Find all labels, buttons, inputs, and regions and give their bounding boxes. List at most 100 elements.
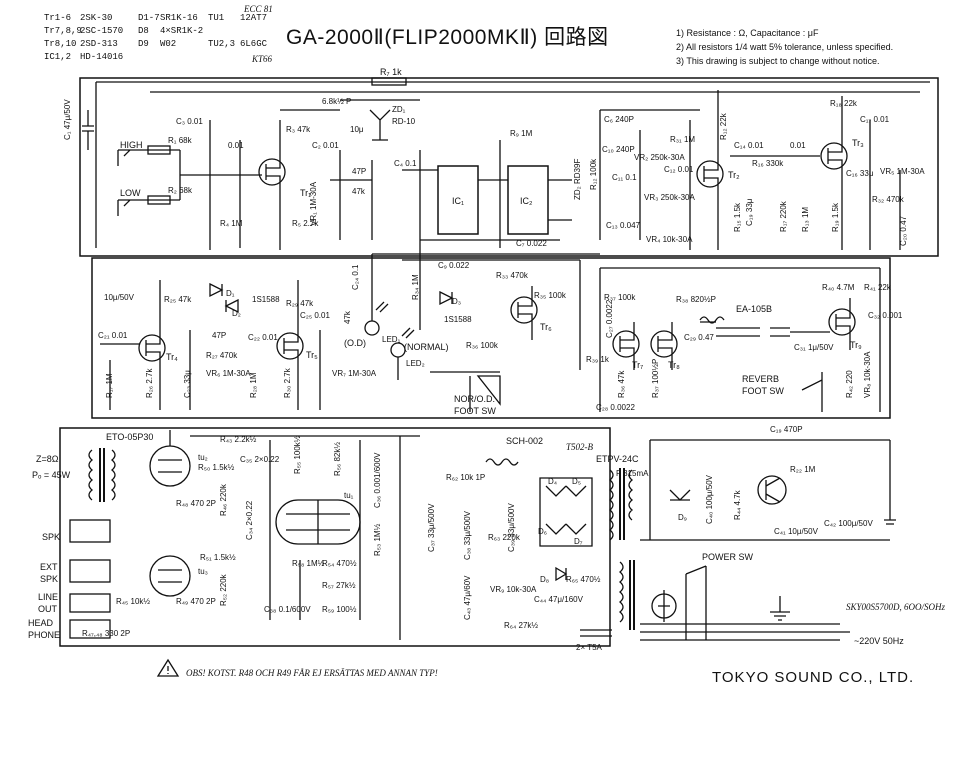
label-vr7: VR₇ 1M-30A: [332, 369, 377, 378]
label-c27: C₂₇ 0.0022: [605, 299, 614, 338]
label-head-phone-line2: PHONE: [28, 630, 60, 640]
label-normal: (NORMAL): [404, 342, 449, 352]
label-c43: C₄₃ 47μ/60V: [463, 575, 472, 620]
label-vr1: VR₁ 1M-30A: [309, 181, 318, 226]
label-c29: C₂₉ 0.47: [684, 333, 714, 342]
label-ic2: IC₂: [520, 196, 533, 206]
resistor-r2: [147, 195, 171, 205]
label-r55: R₅₅ 100k½: [293, 435, 302, 474]
ic2-chip: [507, 165, 549, 235]
label-vr2: VR₂ 250k-30A: [634, 153, 685, 162]
label-footsw1-line1: NOR/O.D.: [454, 394, 495, 404]
label-r36: R₃₆ 100k: [466, 341, 499, 350]
label-ic1: IC₁: [452, 196, 464, 206]
label-ea105b: EA-105B: [736, 304, 772, 314]
power-cord-icon: [640, 623, 850, 641]
label-r1: R₁ 68k: [168, 136, 193, 145]
led1-icon: [364, 254, 389, 336]
label-r57: R₅₇ 27k½: [322, 581, 356, 590]
legend-part-7: 12AT7: [240, 13, 267, 23]
label-c-10u: 10μ: [350, 125, 364, 134]
label-c37: C₃₇ 33μ/500V: [427, 503, 436, 552]
label-r65: R₆₅ 470½: [566, 575, 601, 584]
footswitch-nor-od-icon: [430, 371, 501, 412]
legend-ref-6: D9: [138, 39, 149, 49]
legend-ref-8: TU2,3: [208, 39, 235, 49]
label-r46: R₄₆ 220k: [219, 483, 228, 516]
label-c4: C₄ 0.1: [394, 159, 417, 168]
label-c31: C₃₁ 1μ/50V: [794, 343, 834, 352]
transistor-tr4: [138, 320, 166, 380]
handwritten-tube-note: ECC 81: [243, 4, 273, 14]
label-r48: R₄₈ 470 2P: [176, 499, 216, 508]
jack-low-icon: [117, 199, 140, 216]
diode-d1-icon: [209, 282, 224, 298]
label-c6: C₆ 240P: [604, 115, 634, 124]
label-tu1: tu₁: [344, 491, 354, 500]
label-r42: R₄₂ 220: [845, 370, 854, 398]
label-r25: R₂₅ 47k: [164, 295, 192, 304]
label-d5: D₅: [572, 477, 581, 486]
label-c39: C₃₉ 33μ/500V: [507, 502, 516, 552]
label-c19b: C₁₉ 470P: [770, 425, 803, 434]
effects-frame: [91, 257, 891, 419]
note-2: 2) All resistors 1/4 watt 5% tolerance, …: [676, 42, 893, 52]
label-warning: OBS! KOTST. R48 OCH R49 FÅR EJ ERSÄTTAS …: [186, 668, 438, 678]
label-r63: R₆₃ 220k: [488, 533, 521, 542]
label-is1588: 1S1588: [252, 295, 280, 304]
legend-part-8: 6L6GC: [240, 39, 268, 49]
transistor-tr3: [820, 130, 848, 190]
power-tube-tu3: [149, 555, 191, 597]
label-r-6-8k: 6.8k½ P: [322, 97, 351, 106]
label-r49: R₄₉ 470 2P: [176, 597, 216, 606]
label-c14: C₁₄ 0.01: [734, 141, 764, 150]
label-r-47k2: 47k: [343, 310, 352, 324]
jack-high-icon: [117, 149, 140, 166]
diode-d9-icon: [669, 489, 691, 501]
label-r53: R₅₃ 1M½: [373, 523, 382, 556]
label-r32: R₃₂ 470k: [872, 195, 905, 204]
handwritten-kt-note: KT66: [251, 54, 273, 64]
footswitch-reverb-icon: [801, 372, 823, 412]
label-reverb-line1: REVERB: [742, 374, 779, 384]
label-zd1: ZD₁: [392, 105, 406, 114]
label-r4: R₄ 1M: [220, 219, 243, 228]
diode-d8-icon: [555, 566, 568, 582]
label-tu3: tu₃: [198, 567, 208, 576]
label-r26: R₂₆ 2.7k: [145, 368, 154, 398]
label-r41: R₄₁ 22k: [864, 283, 892, 292]
resistor-r1: [147, 145, 171, 155]
diode-d2-icon: [224, 298, 239, 314]
label-c40: C₄₀ 100μ/50V: [705, 474, 714, 524]
label-d3: D₃: [452, 297, 461, 306]
speaker-jack-icon: [69, 519, 111, 543]
label-eto: ETO-05P30: [106, 432, 153, 442]
legend-part-1: 2SC-1570: [80, 26, 123, 36]
legend-ref-1: Tr7,8,9: [44, 26, 82, 36]
label-line-out-line1: LINE: [38, 592, 58, 602]
power-tube-tu2: [149, 430, 191, 487]
choke-icon: [485, 458, 519, 466]
label-c38b: C₃₈ 33μ/500V: [463, 510, 472, 560]
label-r30: R₃₀ 2.7k: [283, 367, 292, 398]
transistor-tr7: [612, 322, 640, 370]
resistor-r7: [371, 77, 407, 86]
label-c34: C₃₄ 2×0.22: [245, 500, 254, 540]
label-is1588b: 1S1588: [444, 315, 472, 324]
label-c28: C₂₈ 0.0022: [596, 403, 635, 412]
label-reverb-line2: FOOT SW: [742, 386, 784, 396]
label-r43: R₄₃ 2.2k½: [220, 435, 257, 444]
label-r9: R₉ 1M: [510, 129, 533, 138]
cap-c1: [82, 110, 94, 150]
label-c21: C₂₁ 0.01: [98, 331, 128, 340]
label-r37b: R₃₇ 100½P: [651, 359, 660, 398]
label-vr5: VR₅ 1M-30A: [880, 167, 925, 176]
transistor-tr8: [650, 322, 678, 370]
legend-ref-3: IC1,2: [44, 52, 71, 62]
output-transformer-icon: [88, 448, 116, 502]
legend-part-2: 2SD-313: [80, 39, 118, 49]
mains-fuse-icon: [651, 590, 677, 622]
label-r52: R₅₂ 220k: [219, 573, 228, 606]
power-switch-icon: [685, 565, 707, 640]
